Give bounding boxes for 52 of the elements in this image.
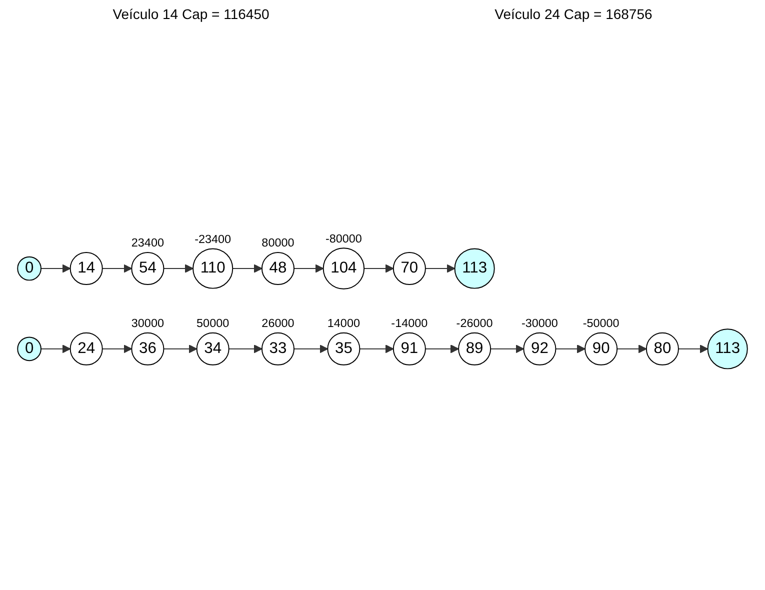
node-circle: 24 xyxy=(70,332,103,366)
node-value-label: 26000 xyxy=(262,317,294,330)
arrow xyxy=(490,344,524,354)
node-circle: 34 xyxy=(196,332,230,366)
node-circle: 113 xyxy=(707,328,748,370)
arrow xyxy=(163,264,194,274)
arrow xyxy=(102,264,132,274)
node-value-label: 14000 xyxy=(327,317,360,330)
node-circle: 54 xyxy=(131,252,164,286)
arrow xyxy=(294,264,324,274)
node-value-label: -30000 xyxy=(521,317,558,330)
node-circle: 92 xyxy=(523,332,556,366)
node-circle: 80 xyxy=(646,332,679,366)
arrow xyxy=(228,344,262,354)
arrow xyxy=(232,264,262,274)
arrow xyxy=(102,344,132,354)
node-circle: 14 xyxy=(70,252,103,286)
node-value-label: 50000 xyxy=(196,317,230,330)
node-circle: 35 xyxy=(327,332,360,366)
arrow xyxy=(424,264,456,274)
arrow xyxy=(40,344,71,354)
node-circle: 48 xyxy=(261,252,294,286)
arrow xyxy=(616,344,647,354)
node-circle: 89 xyxy=(458,332,492,366)
arrow xyxy=(555,344,586,354)
node-value-label: 30000 xyxy=(131,317,164,330)
node-circle: 36 xyxy=(131,332,164,366)
arrow xyxy=(364,264,394,274)
arrow xyxy=(163,344,198,354)
arrow xyxy=(294,344,328,354)
arrow xyxy=(678,344,708,354)
node-value-label: -14000 xyxy=(391,317,428,330)
node-circle: 90 xyxy=(584,332,618,366)
node-value-label: -50000 xyxy=(582,317,620,330)
node-circle: 110 xyxy=(192,248,234,290)
node-value-label: 80000 xyxy=(262,236,294,250)
node-value-label: -23400 xyxy=(194,233,232,246)
node-circle: 113 xyxy=(454,248,495,290)
arrow xyxy=(424,344,459,354)
chart-heading: Veículo 14 Cap = 116450 xyxy=(112,6,270,22)
node-circle: 70 xyxy=(392,252,426,286)
arrow xyxy=(359,344,394,354)
node-circle: 91 xyxy=(392,332,426,366)
node-value-label: -26000 xyxy=(456,317,493,330)
arrow xyxy=(40,264,71,274)
chart-heading: Veículo 24 Cap = 168756 xyxy=(494,6,652,22)
node-circle: 33 xyxy=(261,332,294,366)
node-circle: 0 xyxy=(17,256,42,282)
node-circle: 0 xyxy=(17,337,42,362)
node-circle: 104 xyxy=(322,248,365,290)
node-value-label: 23400 xyxy=(131,236,164,250)
node-value-label: -80000 xyxy=(325,232,362,246)
